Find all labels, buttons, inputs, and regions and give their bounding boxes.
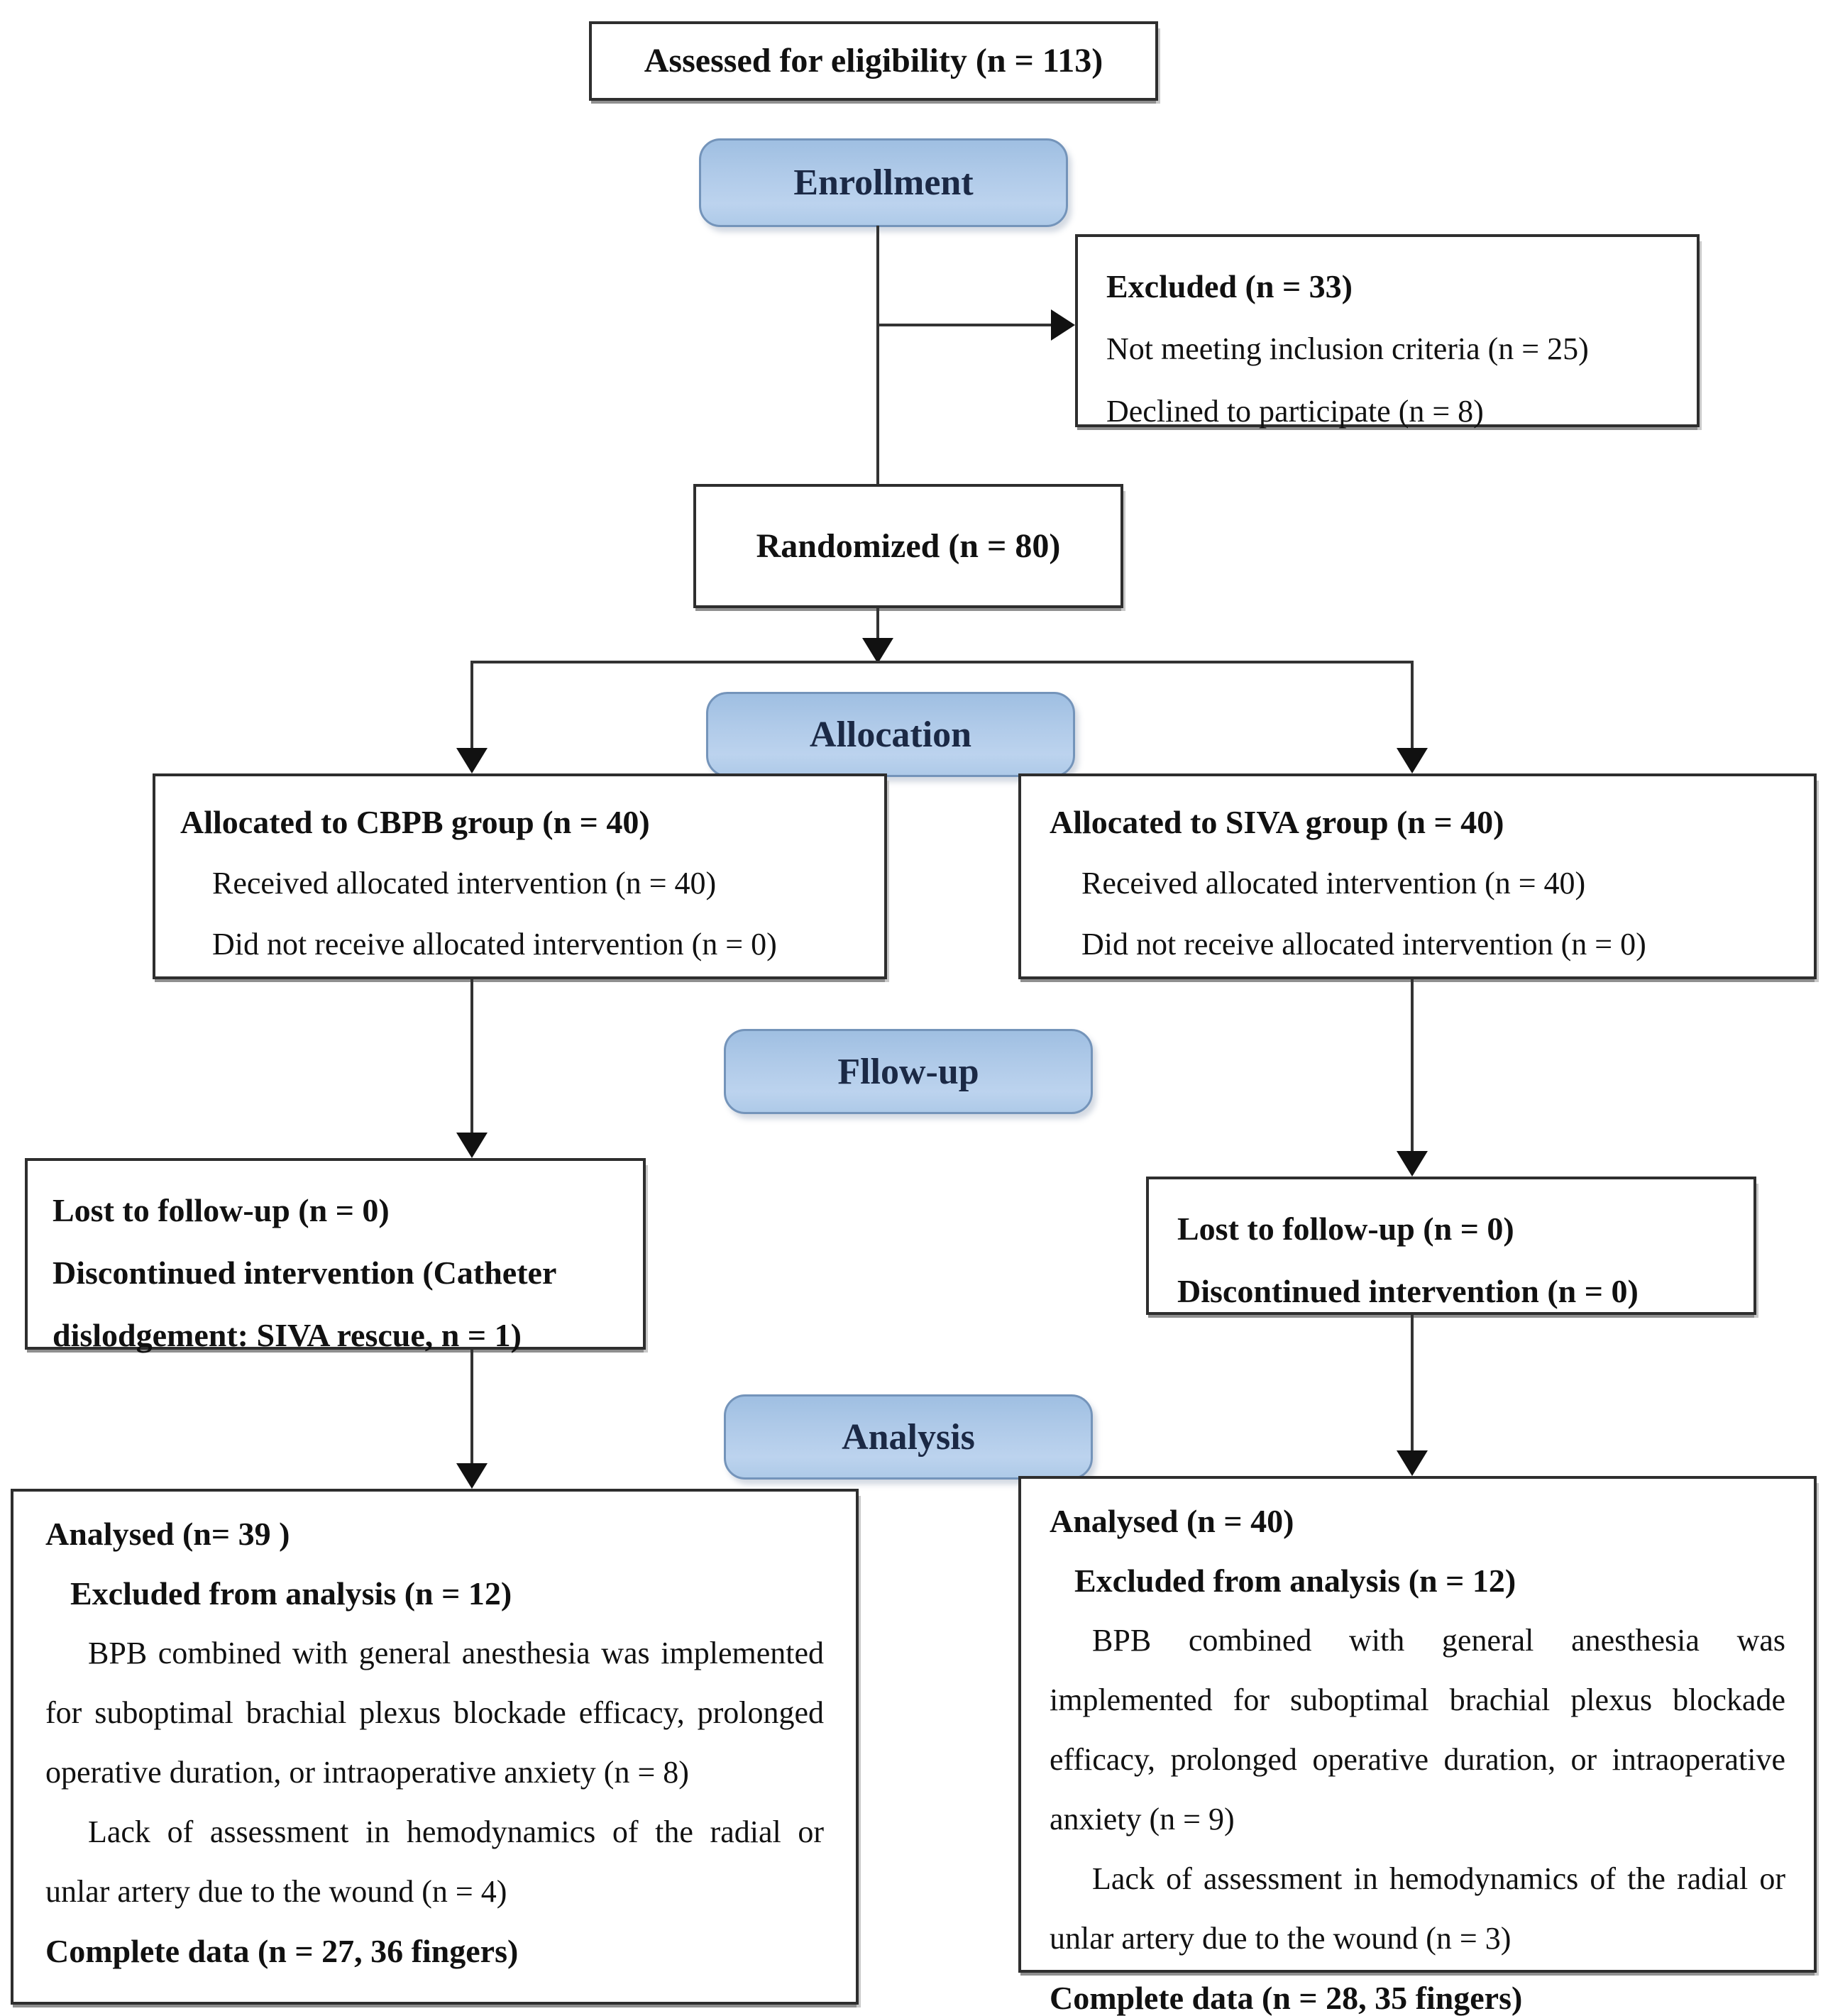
analysis-right-complete: Complete data (n = 28, 35 fingers) [1050,1980,1523,2016]
cbpb-item: Did not receive allocated intervention (… [212,927,777,962]
connector-siva-followup [1411,979,1414,1152]
analysis-right-box: Analysed (n = 40) Excluded from analysis… [1018,1476,1817,2016]
connector-cbpb-followup [470,979,473,1134]
analysis-left-box: Analysed (n= 39 ) Excluded from analysis… [11,1489,859,2005]
connector-followup-analysis-left [470,1350,473,1465]
connector-randomized-split [876,608,879,642]
followup-right-line: Discontinued intervention (n = 0) [1177,1273,1639,1309]
allocation-stage-label: Allocation [809,714,972,755]
analysis-left-complete: Complete data (n = 27, 36 fingers) [45,1933,519,1969]
followup-stage-pill: Fllow-up [724,1029,1093,1114]
excluded-title: Excluded (n = 33) [1106,268,1353,304]
analysis-left-reason-2: Lack of assessment in hemodynamics of th… [45,1814,824,1909]
analysis-stage-label: Analysis [842,1416,975,1458]
arrowhead-siva [1397,748,1428,773]
connector-followup-analysis-right [1411,1315,1414,1451]
siva-group-box: Allocated to SIVA group (n = 40) Receive… [1018,773,1817,979]
analysed-left-title: Analysed (n= 39 ) [45,1516,290,1552]
followup-right-box: Lost to follow-up (n = 0) Discontinued i… [1146,1177,1756,1315]
connector-split-siva [1411,661,1414,750]
assessed-eligibility-label: Assessed for eligibility (n = 113) [644,42,1103,80]
cbpb-title: Allocated to CBPB group (n = 40) [180,804,650,840]
arrowhead-followup-left [456,1133,488,1158]
connector-enrollment-randomized [876,226,879,484]
followup-left-box: Lost to follow-up (n = 0) Discontinued i… [25,1158,646,1353]
arrowhead-analysis-right [1397,1450,1428,1476]
analysis-stage-pill: Analysis [724,1394,1093,1480]
connector-split-cbpb [470,661,473,750]
enrollment-stage-pill: Enrollment [699,138,1068,227]
analysis-right-reason-1: BPB combined with general anesthesia was… [1050,1623,1785,1836]
analysis-left-excluded: Excluded from analysis (n = 12) [70,1575,512,1612]
arrowhead-split [862,638,893,663]
analysis-left-reason-1: BPB combined with general anesthesia was… [45,1636,824,1790]
analysed-right-title: Analysed (n = 40) [1050,1503,1294,1539]
assessed-eligibility-box: Assessed for eligibility (n = 113) [589,21,1158,101]
siva-item: Received allocated intervention (n = 40) [1081,866,1586,900]
connector-branch-excluded [878,324,1051,326]
cbpb-item: Received allocated intervention (n = 40) [212,866,717,900]
arrowhead-analysis-left [456,1463,488,1489]
siva-item: Did not receive allocated intervention (… [1081,927,1646,962]
analysis-right-excluded: Excluded from analysis (n = 12) [1074,1563,1516,1599]
split-line [470,661,1414,663]
arrowhead-cbpb [456,748,488,773]
analysis-right-reason-2: Lack of assessment in hemodynamics of th… [1050,1861,1785,1956]
cbpb-group-box: Allocated to CBPB group (n = 40) Receive… [153,773,887,979]
excluded-item: Declined to participate (n = 8) [1106,394,1484,429]
followup-stage-label: Fllow-up [837,1051,979,1092]
followup-left-line: Discontinued intervention (Catheter disl… [53,1255,556,1353]
excluded-box: Excluded (n = 33) Not meeting inclusion … [1075,234,1700,429]
randomized-label: Randomized (n = 80) [756,527,1061,565]
arrowhead-excluded [1051,309,1075,341]
siva-title: Allocated to SIVA group (n = 40) [1050,804,1504,840]
allocation-stage-pill: Allocation [706,692,1075,777]
excluded-item: Not meeting inclusion criteria (n = 25) [1106,331,1589,366]
followup-right-line: Lost to follow-up (n = 0) [1177,1211,1514,1247]
arrowhead-followup-right [1397,1151,1428,1177]
randomized-box: Randomized (n = 80) [693,484,1123,608]
followup-left-line: Lost to follow-up (n = 0) [53,1192,390,1228]
enrollment-stage-label: Enrollment [793,163,974,203]
